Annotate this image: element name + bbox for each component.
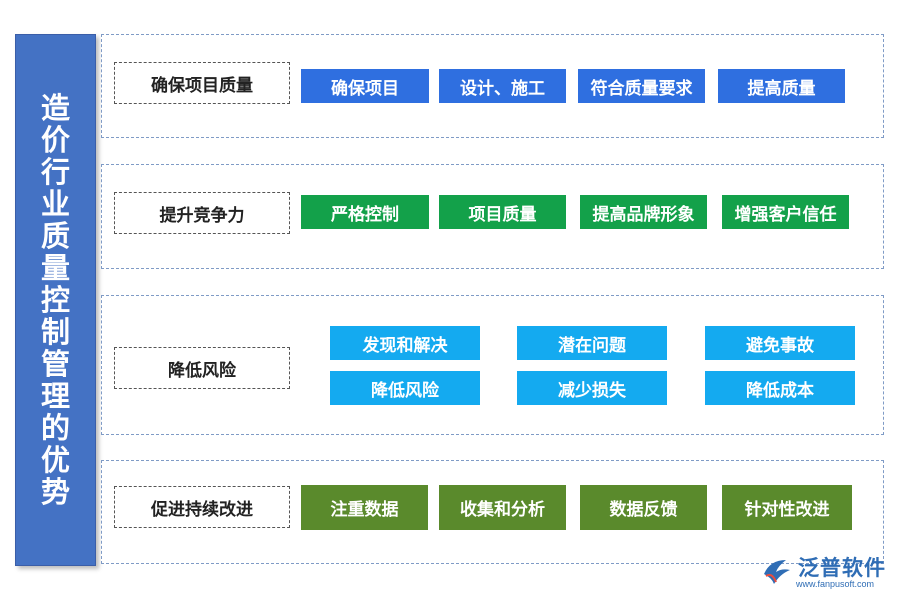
item-chip: 提高品牌形象 [580, 195, 707, 229]
section-ensure-quality: 确保项目质量 确保项目 设计、施工 符合质量要求 提高质量 [101, 34, 884, 138]
section-continuous-improvement: 促进持续改进 注重数据 收集和分析 数据反馈 针对性改进 [101, 460, 884, 564]
item-chip: 潜在问题 [517, 326, 667, 360]
title-bar: 造价行业质量控制管理的优势 [15, 34, 96, 566]
page-title: 造价行业质量控制管理的优势 [40, 91, 70, 509]
brand-logo: 泛普软件 www.fanpusoft.com [760, 552, 890, 592]
brand-name: 泛普软件 [798, 556, 886, 580]
section-reduce-risk: 降低风险 发现和解决 潜在问题 避免事故 降低风险 减少损失 降低成本 [101, 295, 884, 435]
item-chip: 收集和分析 [439, 485, 566, 530]
item-chip: 降低风险 [330, 371, 480, 405]
item-chip: 注重数据 [301, 485, 428, 530]
item-chip: 降低成本 [705, 371, 855, 405]
item-chip: 减少损失 [517, 371, 667, 405]
item-chip: 数据反馈 [580, 485, 707, 530]
item-chip: 项目质量 [439, 195, 566, 229]
item-chip: 严格控制 [301, 195, 429, 229]
section-label: 促进持续改进 [114, 486, 290, 528]
section-label: 确保项目质量 [114, 62, 290, 104]
item-chip: 设计、施工 [439, 69, 566, 103]
fanpu-logo-icon [764, 560, 790, 584]
section-label: 降低风险 [114, 347, 290, 389]
brand-url: www.fanpusoft.com [796, 579, 875, 589]
item-chip: 提高质量 [718, 69, 845, 103]
item-chip: 符合质量要求 [578, 69, 705, 103]
section-label: 提升竞争力 [114, 192, 290, 234]
section-competitiveness: 提升竞争力 严格控制 项目质量 提高品牌形象 增强客户信任 [101, 164, 884, 269]
item-chip: 增强客户信任 [722, 195, 849, 229]
item-chip: 确保项目 [301, 69, 429, 103]
item-chip: 发现和解决 [330, 326, 480, 360]
item-chip: 针对性改进 [722, 485, 852, 530]
item-chip: 避免事故 [705, 326, 855, 360]
